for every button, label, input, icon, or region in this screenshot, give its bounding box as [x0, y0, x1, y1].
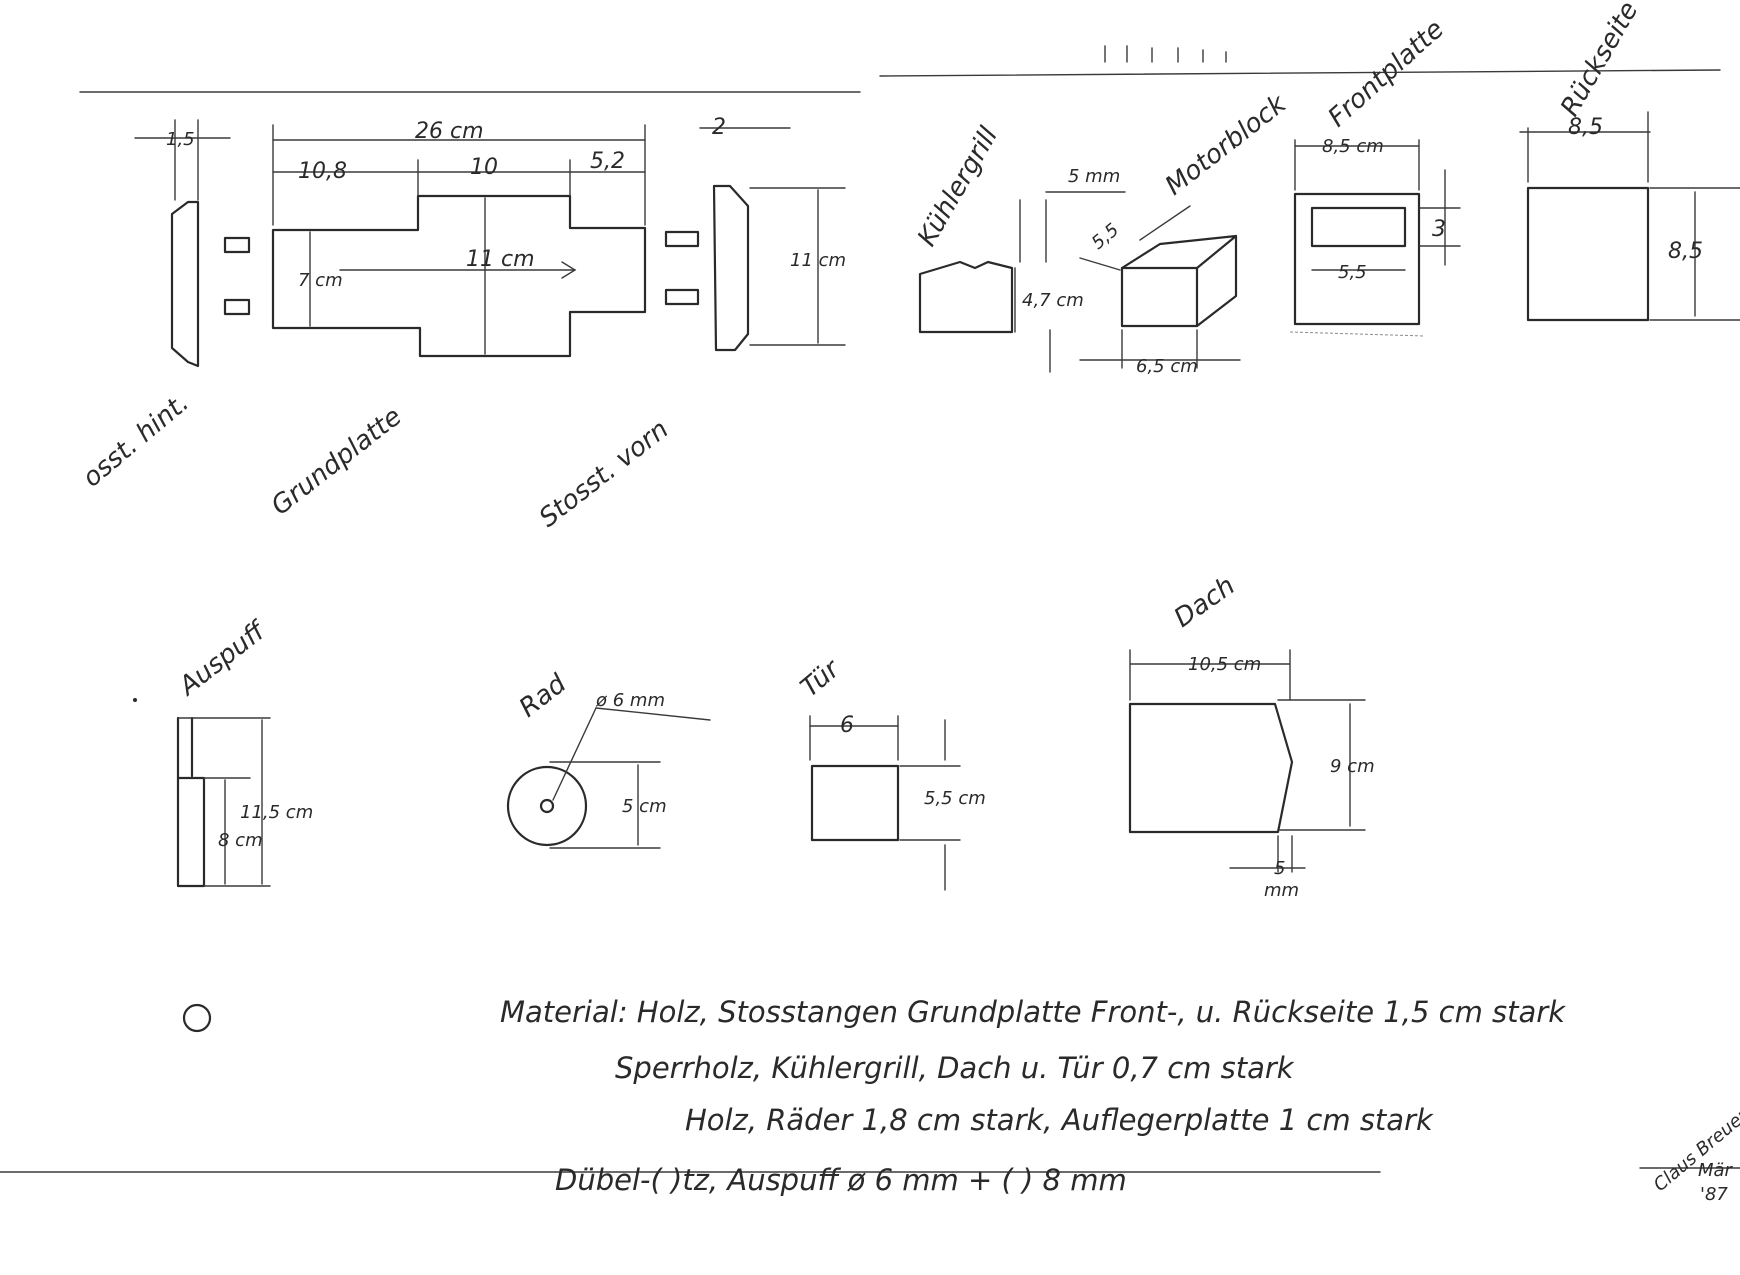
dim-base-left: 10,8: [298, 159, 347, 184]
dim-wheel-diameter: 5 cm: [622, 796, 667, 817]
rear-bumper: [134, 119, 231, 368]
tick-marks: [1104, 45, 1227, 63]
dim-rear-bumper-width: 1,5: [166, 129, 195, 150]
dim-engine-side: 5,5: [1088, 219, 1123, 253]
label-rear-bumper: osst. hint.: [77, 388, 195, 493]
label-front-bumper: Stosst. vorn: [534, 415, 675, 534]
dim-roof-height: 9 cm: [1330, 756, 1375, 777]
dim-base-height: 7 cm: [298, 270, 343, 291]
material-note-line-1: Material: Holz, Stosstangen Grundplatte …: [500, 995, 1566, 1029]
dim-roof-offset: 5: [1274, 858, 1285, 879]
label-exhaust: Auspuff: [172, 615, 273, 703]
wheel: [506, 707, 711, 849]
label-front-plate: Frontplatte: [1323, 14, 1450, 133]
dim-base-length: 11 cm: [466, 247, 535, 272]
dim-grill-height: 4,7 cm: [1022, 290, 1084, 311]
dim-front-slot-height: 3: [1432, 217, 1446, 242]
material-note-line-2: Sperrholz, Kühlergrill, Dach u. Tür 0,7 …: [615, 1051, 1295, 1085]
label-back-plate: Rückseite: [1555, 0, 1644, 122]
label-door: Tür: [795, 653, 847, 703]
top-border-line-right: [879, 69, 1721, 77]
exhaust-pipe: [176, 716, 271, 888]
label-engine-block: Motorblock: [1160, 89, 1293, 202]
dim-exhaust-total: 11,5 cm: [240, 802, 313, 823]
label-roof: Dach: [1169, 571, 1241, 634]
dim-base-total: 26 cm: [415, 119, 484, 144]
dowel-pins-left: [223, 236, 251, 316]
dim-engine-width: 6,5 cm: [1136, 356, 1198, 377]
label-radiator-grill: Kühlergrill: [912, 121, 1004, 251]
dim-roof-width: 10,5 cm: [1188, 654, 1261, 675]
front-plate: [1289, 139, 1461, 337]
door: [809, 715, 961, 891]
signature-month: Mär: [1698, 1160, 1734, 1181]
dim-base-right: 5,2: [590, 149, 625, 174]
dim-front-bumper-width: 2: [712, 115, 726, 140]
dim-roof-offset-unit: mm: [1264, 880, 1299, 901]
dim-grill-thickness: 5 mm: [1068, 166, 1120, 187]
material-note-line-3: Holz, Räder 1,8 cm stark, Auflegerplatte…: [685, 1103, 1434, 1137]
material-note-line-4: Dübel-( )tz, Auspuff ø 6 mm + ( ) 8 mm: [555, 1163, 1127, 1197]
label-base-plate: Grundplatte: [266, 402, 408, 522]
dim-front-plate-width: 8,5 cm: [1322, 136, 1384, 157]
label-wheel: Rad: [514, 668, 573, 723]
dim-back-plate-height: 8,5: [1668, 239, 1703, 264]
back-plate: [1519, 111, 1740, 322]
front-bumper: [699, 127, 846, 352]
dim-front-slot-width: 5,5: [1338, 262, 1367, 283]
dim-door-width: 6: [840, 713, 854, 738]
dim-door-height: 5,5 cm: [924, 788, 986, 809]
dim-exhaust-inner: 8 cm: [218, 830, 263, 851]
engine-block: [1079, 205, 1241, 369]
dim-front-bumper-height: 11 cm: [790, 250, 846, 271]
dowel-pins-right: [664, 230, 700, 306]
dim-back-plate-width: 8,5: [1568, 115, 1603, 140]
dim-base-middle: 10: [470, 155, 498, 180]
ink-dot: [133, 698, 137, 702]
base-plate: [271, 124, 647, 358]
roof: [1128, 649, 1366, 873]
signature-name: Claus Breuer: [1650, 1104, 1740, 1196]
signature-year: '87: [1700, 1184, 1728, 1205]
dim-wheel-hole: ø 6 mm: [595, 690, 665, 711]
radiator-grill: [918, 191, 1126, 373]
exhaust-cross-section: [182, 1003, 212, 1033]
